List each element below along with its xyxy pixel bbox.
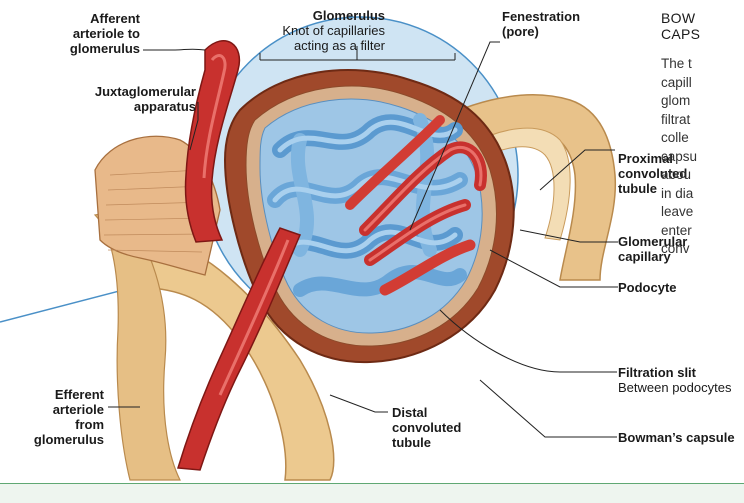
footer-band: [0, 484, 744, 503]
label-filtration-slit: Filtration slit Between podocytes: [618, 365, 731, 395]
label-glomerulus: Glomerulus Knot of capillaries acting as…: [235, 8, 385, 53]
label-podocyte: Podocyte: [618, 280, 677, 295]
label-fenestration: Fenestration(pore): [502, 9, 580, 39]
label-bowmans-capsule: Bowman’s capsule: [618, 430, 735, 445]
